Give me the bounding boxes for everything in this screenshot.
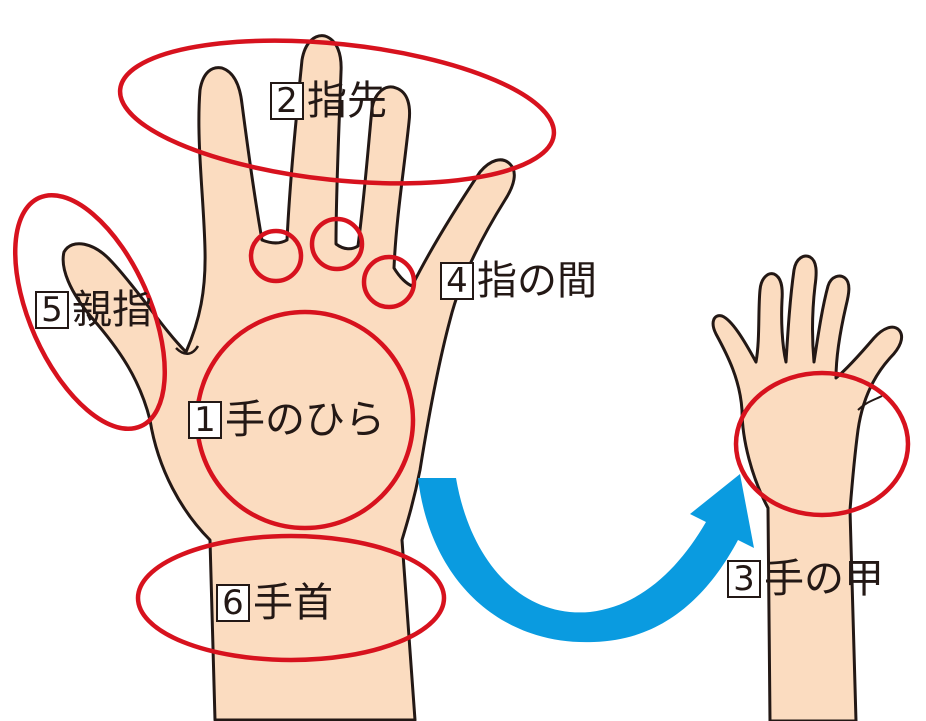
back-hand: [711, 254, 904, 721]
label-between-fingers-number: 4: [440, 262, 474, 300]
label-fingertips-text: 指先: [307, 78, 387, 124]
back-hand-outline: [711, 254, 904, 721]
label-back-of-hand: 3 手の甲: [727, 559, 884, 599]
ring-between-3: [361, 254, 417, 310]
label-wrist-number: 6: [216, 584, 250, 622]
label-fingertips: 2 指先: [270, 81, 387, 121]
thumb-crease: [175, 345, 200, 355]
label-palm-number: 1: [188, 401, 222, 439]
ring-between-2: [309, 216, 365, 272]
back-hand-knuckle-line: [857, 395, 883, 411]
label-palm: 1 手のひら: [188, 400, 385, 440]
ring-back-of-hand: [733, 370, 911, 518]
label-wrist-text: 手首: [253, 580, 333, 626]
palm-hand-outline: [61, 34, 516, 721]
label-thumb: 5 親指: [35, 290, 152, 330]
label-wrist: 6 手首: [216, 583, 333, 623]
label-back-of-hand-number: 3: [727, 560, 761, 598]
ring-between-1: [248, 228, 304, 284]
ring-thumb: [12, 192, 168, 432]
label-thumb-text: 親指: [72, 287, 152, 333]
label-fingertips-number: 2: [270, 82, 304, 120]
label-back-of-hand-text: 手の甲: [764, 556, 884, 602]
palm-hand: [61, 34, 516, 721]
label-between-fingers-text: 指の間: [477, 258, 597, 304]
ring-fingertips: [117, 38, 557, 186]
label-thumb-number: 5: [35, 291, 69, 329]
ring-wrist: [135, 533, 447, 663]
turn-over-arrow: [418, 474, 754, 643]
label-palm-text: 手のひら: [225, 397, 385, 443]
label-between-fingers: 4 指の間: [440, 261, 597, 301]
